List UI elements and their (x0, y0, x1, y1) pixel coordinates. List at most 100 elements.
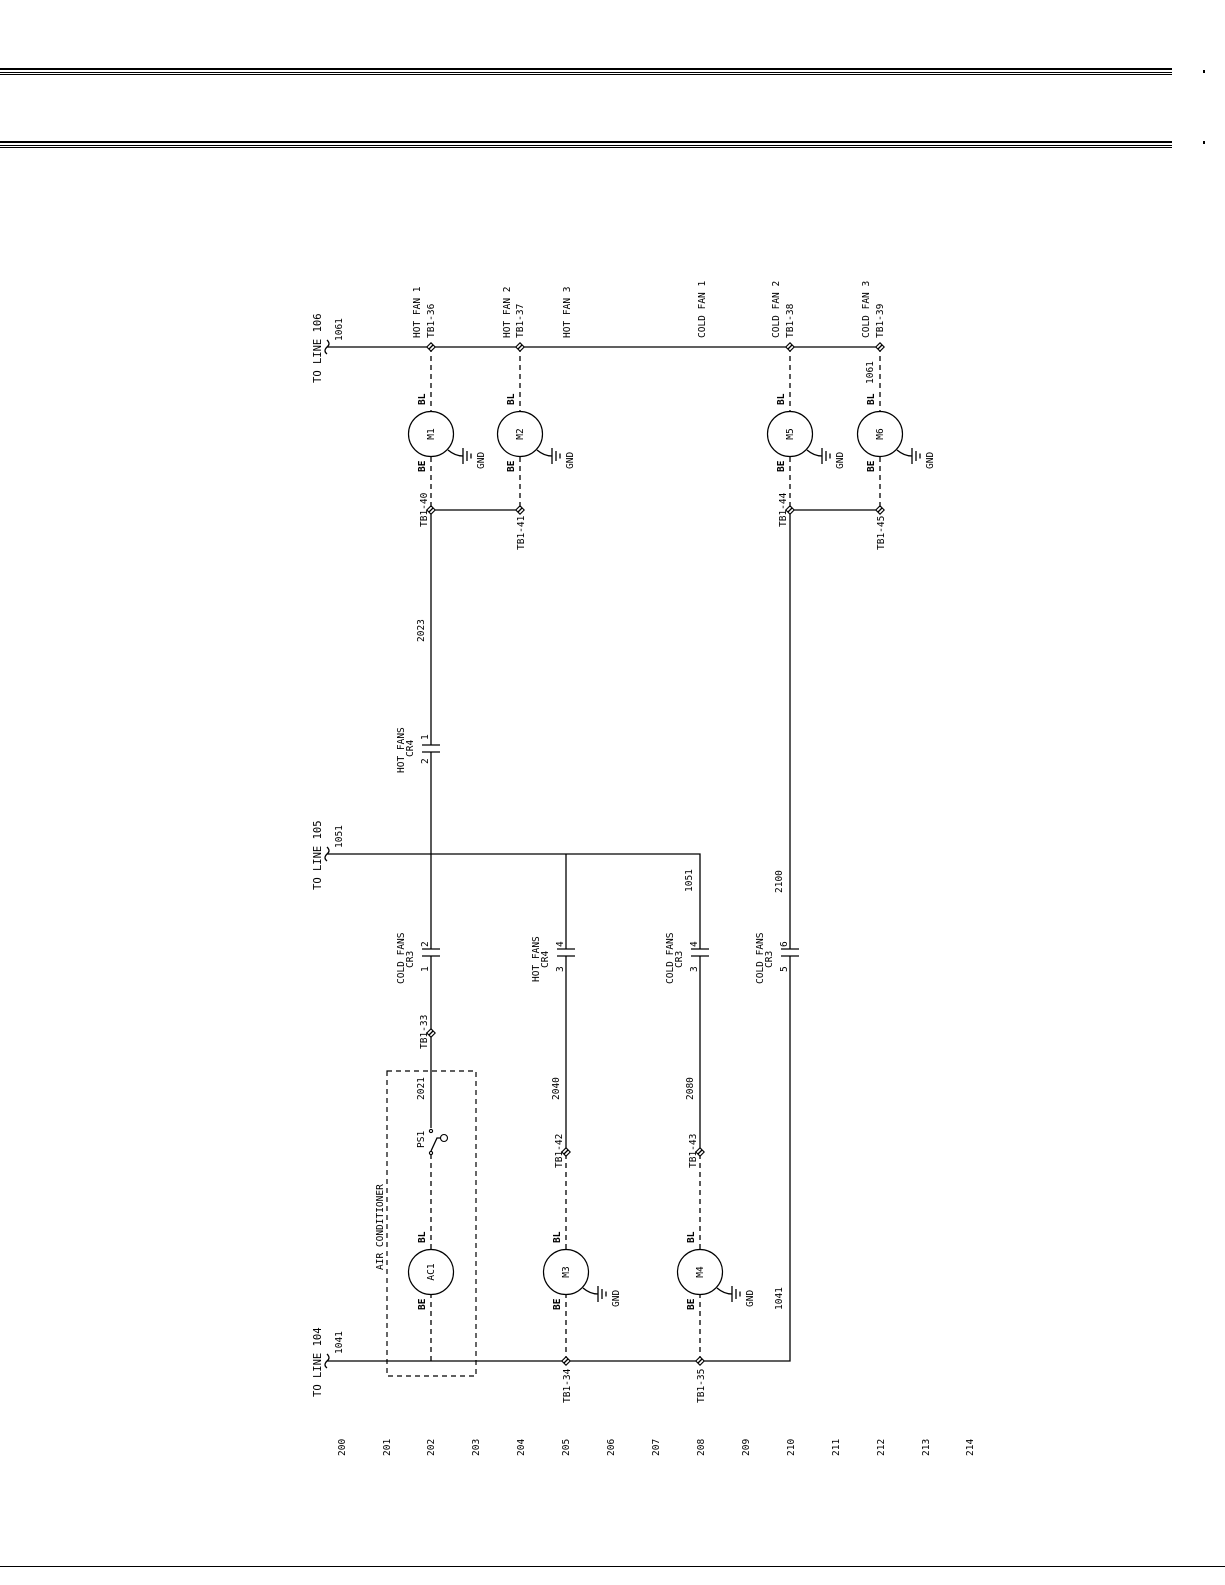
terminal-icon-slash (697, 1149, 703, 1155)
svg-text:2: 2 (420, 941, 431, 947)
ground-lead (806, 449, 823, 457)
contact-cold-fans-cr3-1-2: COLD FANS CR3 1 2 (396, 932, 440, 984)
contact-cold-fans-cr3-3-4: COLD FANS CR3 3 4 (665, 932, 709, 984)
line-number: 207 (651, 1439, 662, 1456)
ground-icon (551, 448, 561, 464)
svg-text:4: 4 (555, 941, 566, 947)
terminal-label: TB1-44 (778, 492, 789, 527)
ps1-contact-point (428, 1150, 434, 1156)
terminal-group (426, 342, 885, 1366)
terminal-icon-slash (563, 1149, 569, 1155)
svg-text:5: 5 (779, 966, 790, 972)
motor-terminal-bl: BL (506, 393, 517, 405)
header-border-line (0, 147, 1172, 148)
line-number: 203 (471, 1439, 482, 1456)
hot-fan-2-label: HOT FAN 2 (502, 287, 513, 338)
terminal-icon-slash (877, 507, 883, 513)
motor-terminal-be: BE (776, 460, 787, 472)
wire-number-1051: 1051 (334, 825, 345, 848)
top-border-line (0, 74, 1172, 75)
ground-icon (731, 1286, 741, 1302)
ground-lead (582, 1287, 599, 1295)
edge-tick (1203, 141, 1205, 144)
svg-text:CR3: CR3 (764, 951, 775, 968)
motor-terminal-bl: BL (552, 1231, 563, 1243)
terminal-icon-slash (428, 1030, 434, 1036)
air-conditioner-label: AIR CONDITIONER (375, 1184, 386, 1270)
svg-text:3: 3 (689, 966, 700, 972)
terminal-label: TB1-45 (876, 516, 887, 550)
motor-terminal-be: BE (417, 460, 428, 472)
ground-icon (821, 448, 831, 464)
terminal-icon-slash (517, 507, 523, 513)
motor-terminal-be: BE (866, 460, 877, 472)
terminal-icon-slash (428, 344, 434, 350)
top-border-line (0, 68, 1172, 70)
motor-terminal-bl: BL (866, 393, 877, 405)
line-number: 211 (831, 1439, 842, 1456)
ground-icon (597, 1286, 607, 1302)
hot-fan-3-label: HOT FAN 3 (562, 287, 573, 338)
line-number: 208 (696, 1439, 707, 1456)
line-number: 205 (561, 1439, 572, 1456)
terminal-icon-slash (428, 507, 434, 513)
ground-label: GND (925, 452, 936, 469)
ground-lead (447, 449, 464, 457)
wire-number-2023: 2023 (416, 619, 427, 642)
svg-text:3: 3 (555, 966, 566, 972)
wire-number-1041: 1041 (334, 1331, 345, 1354)
line-number: 201 (382, 1439, 393, 1456)
line-number: 214 (965, 1439, 976, 1456)
ground-label: GND (835, 452, 846, 469)
to-line-105-label: TO LINE 105 (312, 820, 324, 890)
motor-name: M6 (875, 428, 886, 440)
svg-text:CR3: CR3 (405, 951, 416, 968)
svg-text:6: 6 (779, 941, 790, 947)
svg-text:CR4: CR4 (540, 951, 551, 968)
terminal-icon-slash (563, 1358, 569, 1364)
ground-label: GND (745, 1290, 756, 1307)
motor-name: M2 (515, 428, 526, 439)
contact-hot-fans-cr4-3-4: HOT FANS CR4 3 4 (531, 936, 575, 982)
terminal-label: TB1-36 (426, 303, 437, 338)
cold-fan-3-label: COLD FAN 3 (861, 281, 872, 338)
motor-name: AC1 (426, 1263, 437, 1280)
terminal-label: TB1-39 (875, 303, 886, 338)
to-line-104-label: TO LINE 104 (312, 1327, 324, 1397)
svg-text:COLD FANS: COLD FANS (396, 932, 407, 984)
terminal-icon-slash (517, 344, 523, 350)
svg-text:2: 2 (420, 758, 431, 764)
ps1-blade (430, 1137, 441, 1152)
line-number: 202 (426, 1439, 437, 1456)
ground-label: GND (476, 452, 487, 469)
terminal-label: TB1-42 (554, 1134, 565, 1168)
ground-icon (911, 448, 921, 464)
svg-text:1: 1 (420, 966, 431, 972)
motor-terminal-be: BE (506, 460, 517, 472)
line-break-mark (324, 1353, 330, 1369)
svg-text:COLD FANS: COLD FANS (665, 932, 676, 984)
ground-lead (896, 449, 913, 457)
ground-lead (716, 1287, 733, 1295)
wire-number-2021: 2021 (416, 1077, 427, 1100)
line-number: 212 (876, 1439, 887, 1456)
motor-name: M4 (695, 1266, 706, 1278)
wire-number-2100: 2100 (774, 870, 785, 893)
wire-number-2040: 2040 (551, 1077, 562, 1100)
terminal-label: TB1-41 (516, 515, 527, 550)
contact-hot-fans-cr4-2-1: HOT FANS CR4 2 1 (396, 727, 440, 773)
motor-terminal-bl: BL (417, 1231, 428, 1243)
terminal-label: TB1-40 (419, 492, 430, 527)
motor-terminal-bl: BL (417, 393, 428, 405)
motor-terminal-be: BE (686, 1298, 697, 1310)
ground-label: GND (565, 452, 576, 469)
